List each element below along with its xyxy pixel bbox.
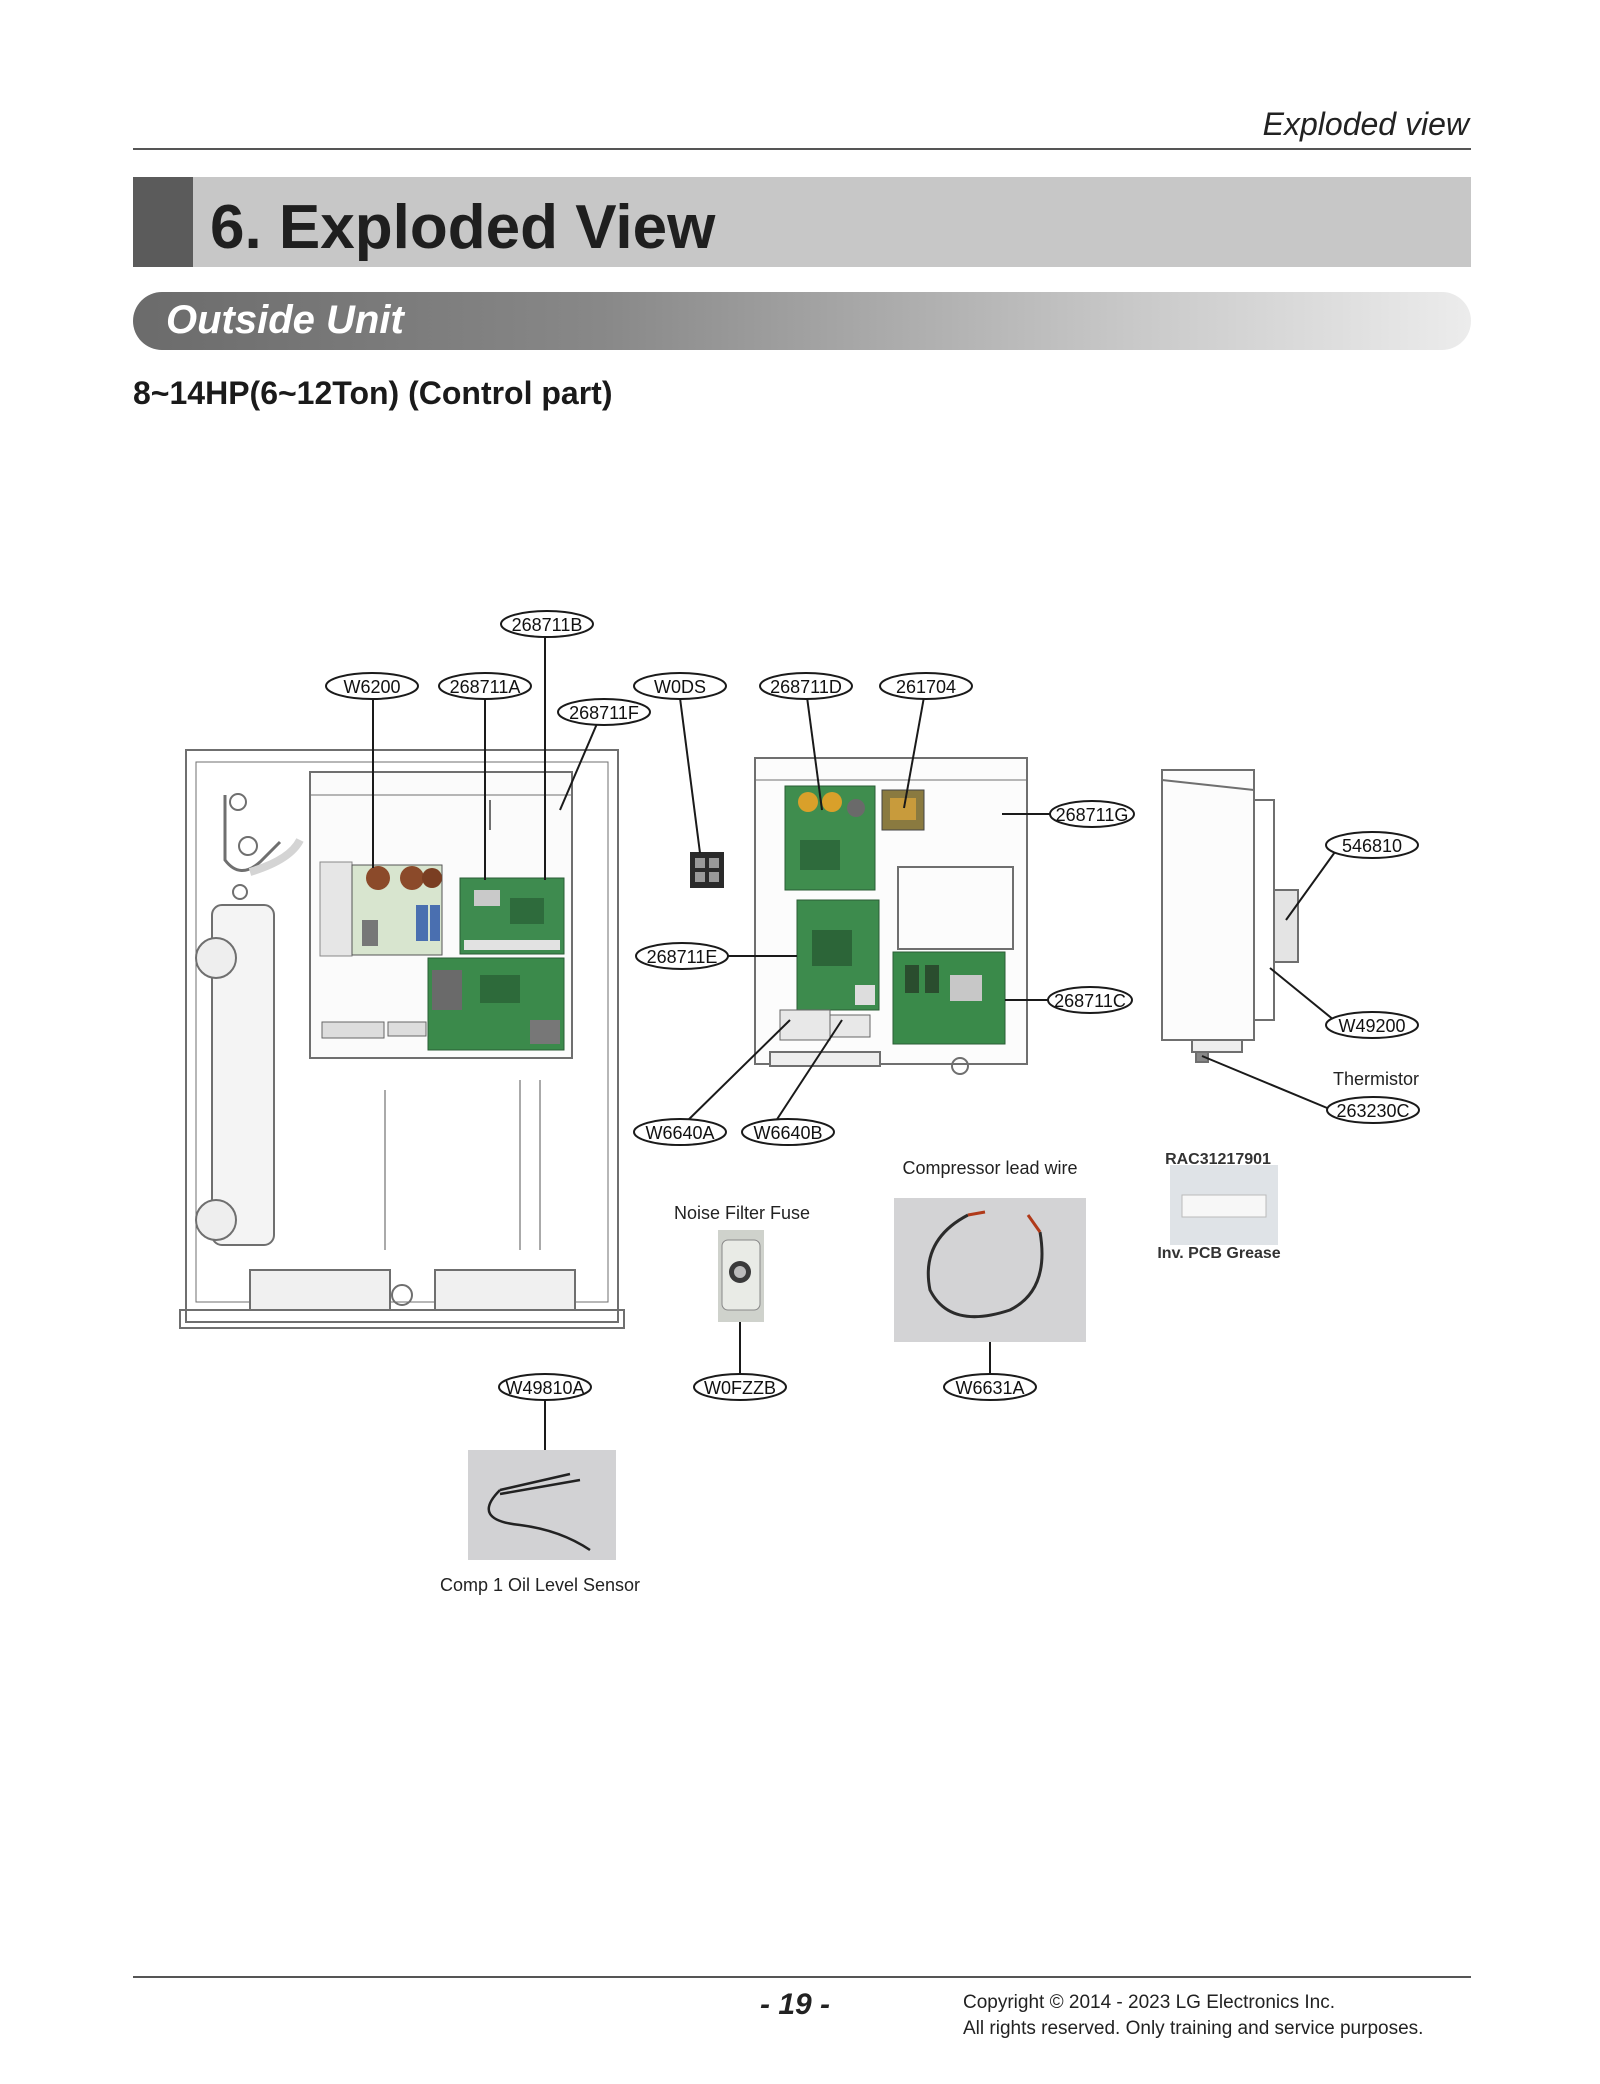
callout-w6640a[interactable] [633,1118,727,1146]
label-w0fzzb: W0FZZB [704,1378,776,1398]
label-w6640a: W6640A [645,1123,714,1143]
footer-rule [133,1976,1471,1978]
callout-263230c[interactable] [1326,1096,1420,1124]
label-268711f: 268711F [569,703,639,723]
label-268711g: 268711G [1056,805,1129,825]
terminal-block-part [690,852,724,888]
side-view-drawing [1161,769,1299,1063]
callout-268711c[interactable] [1047,986,1133,1014]
label-263230c: 263230C [1336,1101,1409,1121]
leader-lines [372,636,1341,1450]
callout-w6200[interactable] [325,672,419,700]
label-546810: 546810 [1342,836,1402,856]
label-268711b: 268711B [512,615,583,635]
label-w49810a: W49810A [505,1378,584,1398]
subtitle: 8~14HP(6~12Ton) (Control part) [133,375,613,411]
copyright-line-1: Copyright © 2014 - 2023 LG Electronics I… [963,1992,1336,2013]
label-w49200: W49200 [1338,1016,1405,1036]
label-w6631a: W6631A [955,1378,1024,1398]
compressor-lead-wire-photo [894,1198,1086,1342]
caption-noise-filter-fuse: Noise Filter Fuse [674,1203,810,1223]
label-268711d: 268711D [770,677,842,697]
title-bar [133,177,1471,267]
callout-268711f[interactable] [557,698,651,726]
part-callouts[interactable] [325,610,1420,1401]
callout-w6631a[interactable] [943,1373,1037,1401]
page-number: - 19 - [760,1988,831,2021]
callout-w49810a[interactable] [498,1373,592,1401]
fuse-photo [718,1230,764,1322]
section-title: Outside Unit [166,298,404,342]
callout-261704[interactable] [879,672,973,700]
caption-grease-name: Inv. PCB Grease [1157,1245,1280,1262]
caption-oil-level-sensor: Comp 1 Oil Level Sensor [440,1575,640,1595]
copyright: Copyright © 2014 - 2023 LG Electronics I… [963,1990,1423,2042]
caption-grease-code: RAC31217901 [1165,1151,1271,1168]
running-header: Exploded view [1262,106,1469,142]
label-w0ds: W0DS [654,677,706,697]
callout-546810[interactable] [1325,831,1419,859]
part-labels: 268711B W6200 268711A 268711F W0DS 26871… [343,615,1409,1398]
page-title: 6. Exploded View [210,193,716,262]
callout-w0fzzb[interactable] [693,1373,787,1401]
callout-268711d[interactable] [759,672,853,700]
left-pcb-group [319,861,565,1051]
caption-thermistor: Thermistor [1333,1069,1419,1089]
header-rule [133,148,1471,150]
caption-compressor-lead-wire: Compressor lead wire [902,1158,1077,1178]
callout-w49200[interactable] [1325,1011,1419,1039]
label-268711c: 268711C [1054,991,1126,1011]
callout-268711g[interactable] [1049,800,1135,828]
label-261704: 261704 [896,677,956,697]
callout-w0ds[interactable] [633,672,727,700]
section-bar [133,292,1471,350]
label-268711e: 268711E [647,947,718,967]
callout-w6640b[interactable] [741,1118,835,1146]
title-accent [133,177,193,267]
oil-level-sensor-photo [468,1450,616,1560]
middle-pcb-group [779,785,1006,1045]
copyright-line-2: All rights reserved. Only training and s… [963,2018,1424,2039]
callout-268711e[interactable] [635,942,729,970]
callout-268711b[interactable] [500,610,594,638]
label-268711a: 268711A [450,677,521,697]
grease-photo [1170,1165,1278,1245]
callout-268711a[interactable] [438,672,532,700]
label-w6640b: W6640B [753,1123,822,1143]
label-w6200: W6200 [343,677,400,697]
captions: Thermistor Compressor lead wire Noise Fi… [440,1069,1419,1595]
